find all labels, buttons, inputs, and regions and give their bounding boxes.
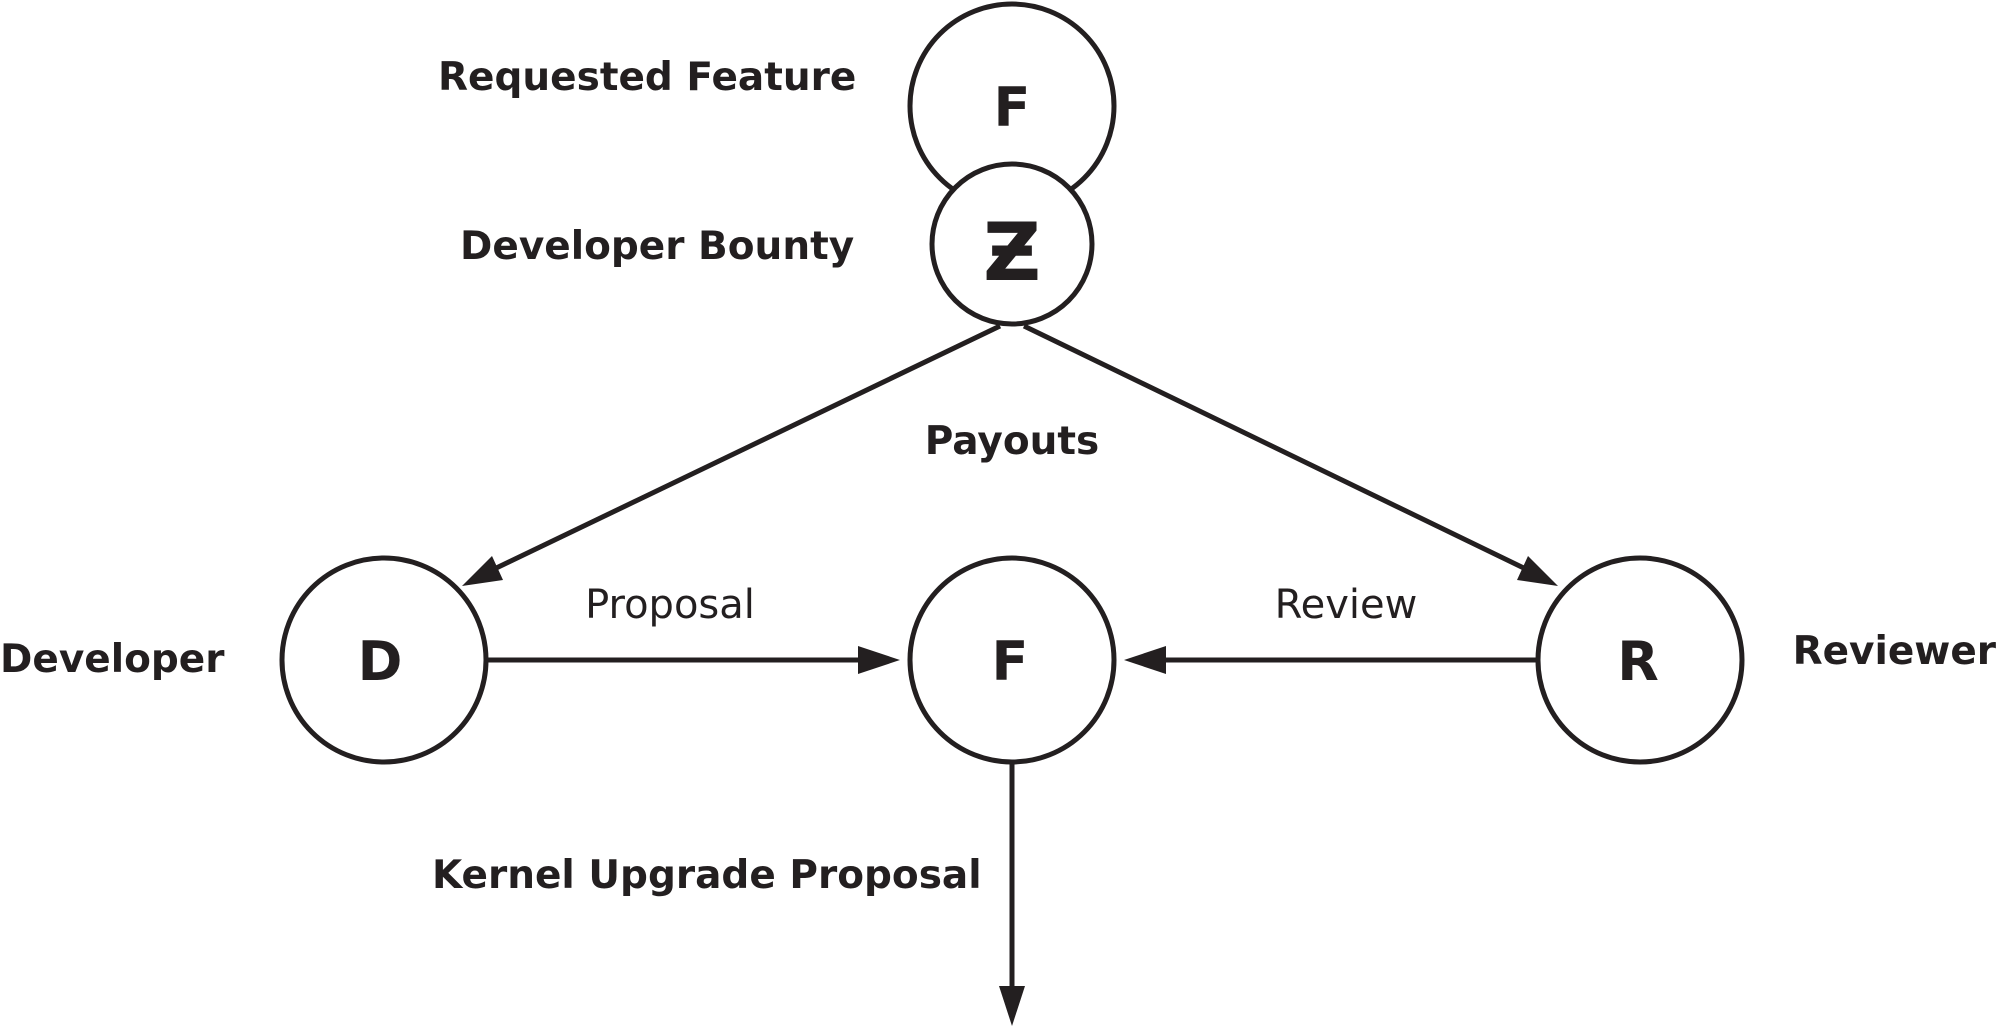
payouts-label: Payouts — [925, 419, 1100, 464]
developer-bounty-node: Ƶ — [929, 161, 1095, 327]
reviewer-circle — [1535, 555, 1745, 765]
zcoin-icon: Ƶ — [983, 206, 1041, 299]
reviewer-label: Reviewer — [1793, 629, 1997, 674]
review-edge — [1124, 646, 1537, 674]
feature-letter: F — [992, 630, 1029, 693]
developer-letter: D — [358, 630, 403, 693]
requested-feature-letter: F — [994, 76, 1031, 139]
arrowhead-icon — [1517, 556, 1558, 586]
feature-circle — [907, 555, 1117, 765]
arrowhead-icon — [462, 556, 503, 586]
developer-bounty-label: Developer Bounty — [460, 224, 854, 269]
arrowhead-icon — [1124, 646, 1166, 674]
requested-feature-label: Requested Feature — [438, 55, 856, 100]
payout-line-developer — [486, 323, 1002, 575]
reviewer-node: R — [1535, 555, 1745, 765]
payout-edge-reviewer — [1022, 323, 1558, 586]
arrowhead-icon — [999, 986, 1025, 1026]
payout-edge-developer — [462, 323, 1002, 586]
developer-bounty-circle — [929, 161, 1095, 327]
reviewer-letter: R — [1617, 630, 1659, 693]
kernel-upgrade-proposal-label: Kernel Upgrade Proposal — [432, 853, 982, 898]
feature-node: F — [907, 555, 1117, 765]
arrowhead-icon — [858, 646, 900, 674]
requested-feature-node: F — [907, 1, 1117, 211]
developer-circle — [279, 555, 489, 765]
review-label: Review — [1275, 582, 1418, 628]
proposal-label: Proposal — [585, 582, 755, 628]
developer-node: D — [279, 555, 489, 765]
payout-line-reviewer — [1022, 323, 1534, 575]
proposal-edge — [488, 646, 900, 674]
upgrade-edge — [999, 762, 1025, 1026]
developer-label: Developer — [0, 637, 225, 682]
